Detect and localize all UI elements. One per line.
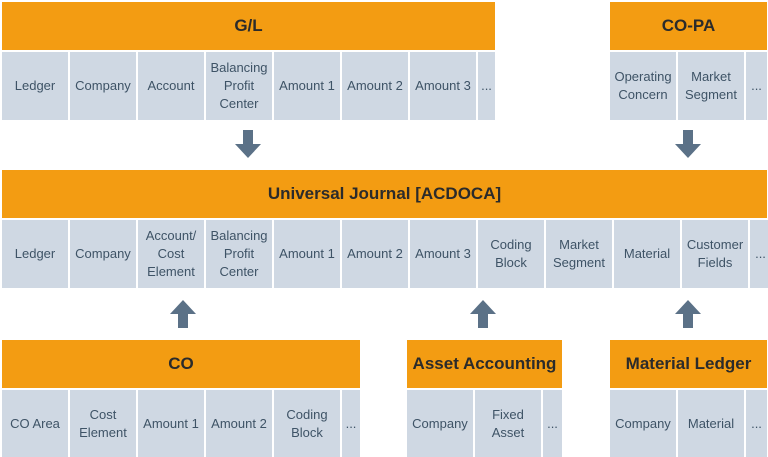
co-field: Cost Element: [70, 390, 136, 457]
copa-title: CO-PA: [610, 2, 767, 50]
co-field-row: CO Area Cost Element Amount 1 Amount 2 C…: [2, 390, 360, 457]
universal-field: Material: [614, 220, 680, 288]
arrow-down-icon: [675, 130, 701, 158]
gl-field: Account: [138, 52, 204, 120]
arrow-up-icon: [675, 300, 701, 328]
material-ledger-field-row: Company Material ...: [610, 390, 767, 457]
copa-field: Market Segment: [678, 52, 744, 120]
co-field: CO Area: [2, 390, 68, 457]
asset-field: Fixed Asset: [475, 390, 541, 457]
gl-field: Amount 2: [342, 52, 408, 120]
universal-journal-field-row: Ledger Company Account/ Cost Element Bal…: [2, 220, 768, 288]
universal-field: Amount 3: [410, 220, 476, 288]
asset-field: Company: [407, 390, 473, 457]
universal-field: Market Segment: [546, 220, 612, 288]
gl-field: Amount 1: [274, 52, 340, 120]
copa-field: ...: [746, 52, 767, 120]
gl-field: Company: [70, 52, 136, 120]
material-ledger-table: Material Ledger Company Material ...: [610, 340, 767, 457]
co-title: CO: [2, 340, 360, 388]
universal-field: Customer Fields: [682, 220, 748, 288]
gl-field: Ledger: [2, 52, 68, 120]
universal-field: Company: [70, 220, 136, 288]
gl-field: Balancing Profit Center: [206, 52, 272, 120]
gl-table: G/L Ledger Company Account Balancing Pro…: [2, 2, 495, 120]
universal-journal-title: Universal Journal [ACDOCA]: [2, 170, 767, 218]
universal-field: Account/ Cost Element: [138, 220, 204, 288]
universal-journal-table: Universal Journal [ACDOCA] Ledger Compan…: [2, 170, 768, 288]
gl-field: ...: [478, 52, 495, 120]
universal-field: Amount 1: [274, 220, 340, 288]
material-ledger-field: Material: [678, 390, 744, 457]
universal-field: Ledger: [2, 220, 68, 288]
arrow-down-icon: [235, 130, 261, 158]
co-table: CO CO Area Cost Element Amount 1 Amount …: [2, 340, 360, 457]
universal-field: Balancing Profit Center: [206, 220, 272, 288]
material-ledger-field: Company: [610, 390, 676, 457]
material-ledger-field: ...: [746, 390, 767, 457]
asset-accounting-table: Asset Accounting Company Fixed Asset ...: [407, 340, 562, 457]
universal-field: Coding Block: [478, 220, 544, 288]
universal-field: Amount 2: [342, 220, 408, 288]
universal-field: ...: [750, 220, 768, 288]
co-field: ...: [342, 390, 360, 457]
gl-title: G/L: [2, 2, 495, 50]
co-field: Coding Block: [274, 390, 340, 457]
co-field: Amount 1: [138, 390, 204, 457]
arrow-up-icon: [470, 300, 496, 328]
material-ledger-title: Material Ledger: [610, 340, 767, 388]
gl-field: Amount 3: [410, 52, 476, 120]
arrow-up-icon: [170, 300, 196, 328]
copa-field: Operating Concern: [610, 52, 676, 120]
copa-table: CO-PA Operating Concern Market Segment .…: [610, 2, 767, 120]
asset-accounting-title: Asset Accounting: [407, 340, 562, 388]
asset-accounting-field-row: Company Fixed Asset ...: [407, 390, 562, 457]
gl-field-row: Ledger Company Account Balancing Profit …: [2, 52, 495, 120]
co-field: Amount 2: [206, 390, 272, 457]
asset-field: ...: [543, 390, 562, 457]
copa-field-row: Operating Concern Market Segment ...: [610, 52, 767, 120]
